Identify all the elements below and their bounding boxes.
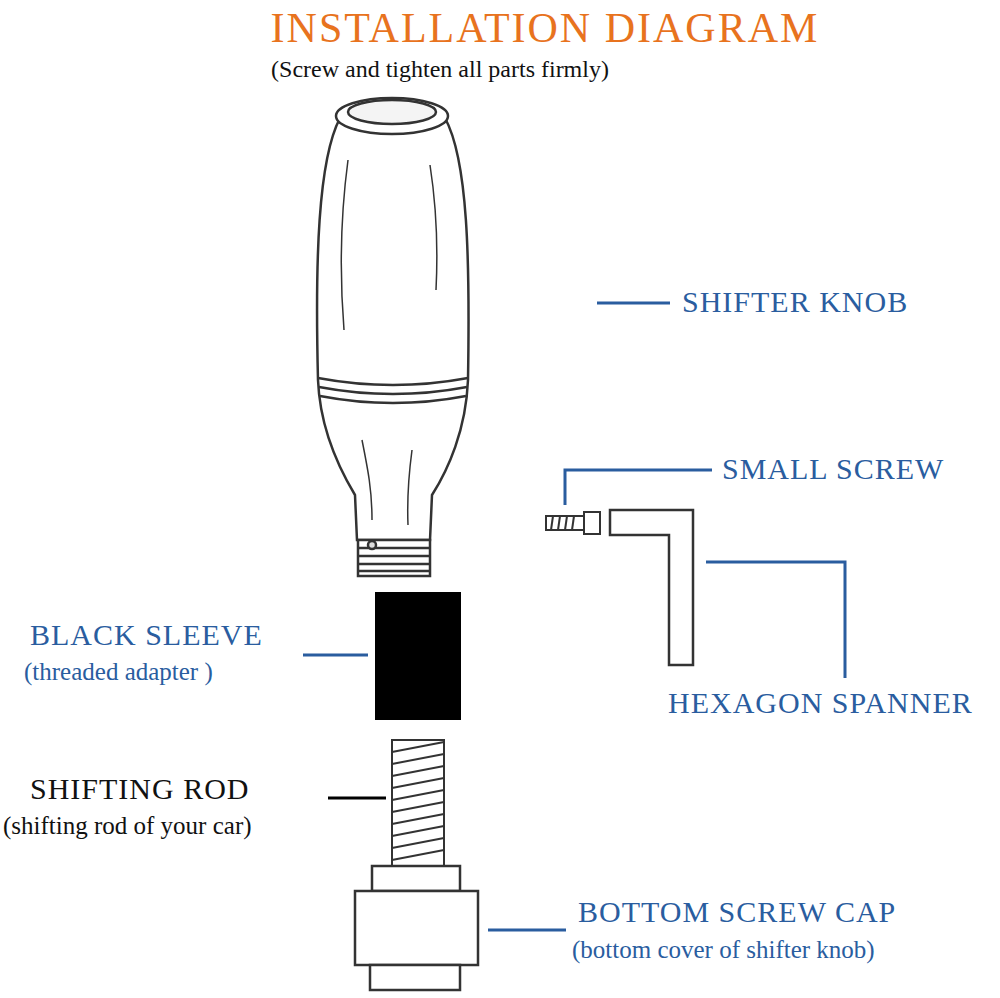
black-sleeve-drawing — [375, 592, 461, 720]
part-name: SHIFTING ROD — [30, 772, 250, 807]
shifter-knob-drawing — [317, 98, 469, 576]
part-name: BLACK SLEEVE — [30, 618, 263, 653]
part-note: (shifting rod of your car) — [3, 812, 252, 841]
small-screw-drawing — [546, 512, 600, 534]
part-note: (bottom cover of shifter knob) — [572, 936, 875, 965]
part-name: SHIFTER KNOB — [682, 285, 908, 320]
part-note: (threaded adapter ) — [24, 658, 213, 687]
subtitle-note: (Screw and tighten all parts firmly) — [271, 56, 609, 84]
part-name: BOTTOM SCREW CAP — [578, 895, 896, 930]
part-name: SMALL SCREW — [722, 452, 944, 487]
diagram-title: INSTALLATION DIAGRAM — [271, 4, 820, 52]
bottom-cap-drawing — [355, 866, 478, 990]
part-name: HEXAGON SPANNER — [668, 686, 973, 721]
shifting-rod-drawing — [392, 740, 444, 866]
leader-lines — [303, 303, 845, 930]
hex-spanner-drawing — [610, 510, 693, 665]
